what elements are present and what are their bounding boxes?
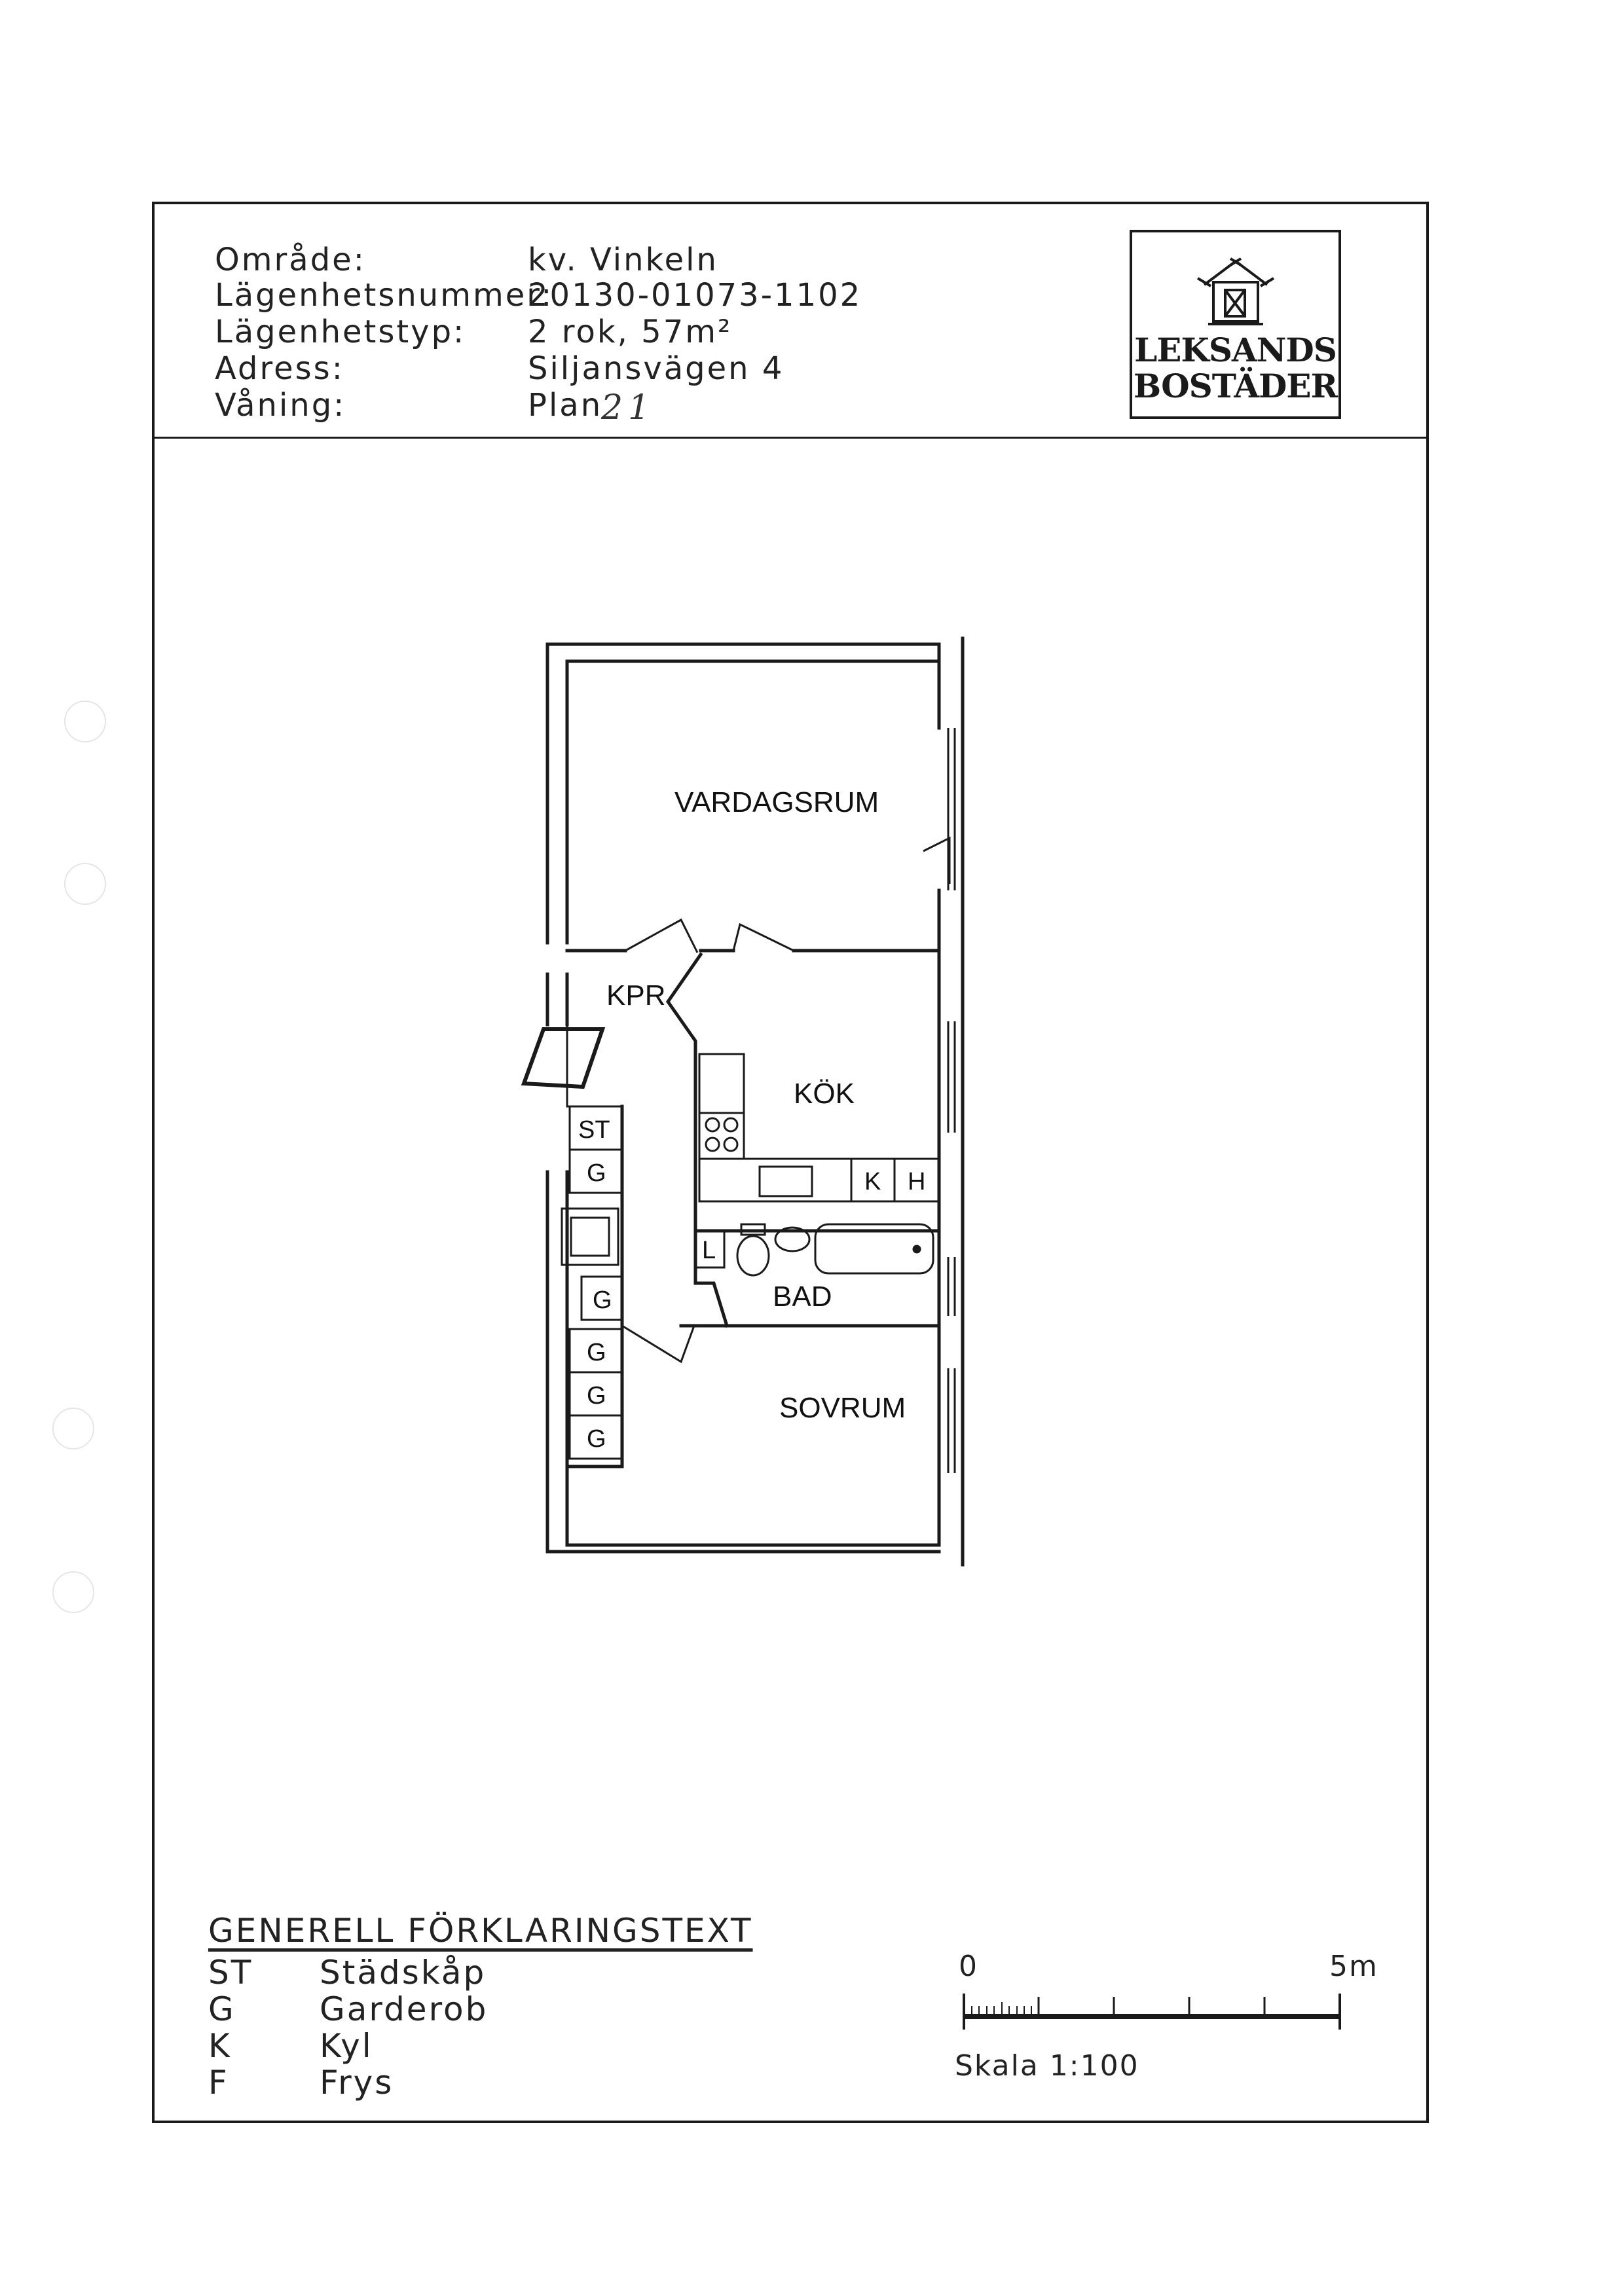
field-label-omrade: Område: [215,242,366,278]
legend-desc: Städskåp [320,1954,487,1992]
appliance-square-inner [570,1216,610,1257]
fixture-label-l: L [702,1237,716,1264]
logo-line-2: BOSTÄDER [1133,367,1338,405]
company-logo: LEKSANDS BOSTÄDER [1130,230,1341,419]
field-value-adress: Siljansvägen 4 [528,350,784,387]
window-bath [947,1257,956,1316]
door-living-left [625,918,699,953]
fixture-label-g: G [587,1159,606,1187]
window-living [947,728,956,890]
kitchen-counter-horizontal [698,1157,940,1203]
fixture-label-g: G [587,1382,606,1410]
door-sovrum [621,1324,695,1364]
stove-burner [723,1137,739,1152]
window-sovrum [947,1368,956,1473]
scale-caption: Skala 1:100 [955,2049,1139,2083]
field-value-lagenhetstyp: 2 rok, 57m² [528,314,733,350]
stove-burner [705,1117,720,1133]
house-logo-icon [1196,257,1275,325]
room-label-sovrum: SOVRUM [779,1392,906,1424]
field-label-adress: Adress: [215,350,344,387]
door-kpr [566,1021,622,1108]
punch-hole [52,1571,94,1613]
field-label-vaning: Våning: [215,387,346,424]
bathtub-drain [912,1245,921,1254]
drawing-frame [152,202,1429,2123]
scale-ruler [963,1994,1341,2030]
fixture-label-g: G [587,1425,606,1453]
toilet-tank [740,1223,766,1236]
washbasin [774,1226,811,1252]
fixture-label-h: H [908,1168,925,1195]
legend-desc: Kyl [320,2027,373,2065]
field-value-lagenhetsnummer: 20130-01073-1102 [528,277,862,314]
room-label-vardagsrum: VARDAGSRUM [674,786,879,818]
legend-title: GENERELL FÖRKLARINGSTEXT [208,1912,753,1950]
appliance-square [561,1207,619,1266]
toilet [736,1235,770,1277]
closet-g-2 [580,1275,623,1321]
fixture-label-k: K [864,1168,881,1195]
punch-hole [64,701,106,742]
laundry-box [694,1230,726,1269]
fixture-label-g: G [587,1339,606,1366]
field-value-omrade: kv. Vinkeln [528,242,718,278]
stove-burner [723,1117,739,1133]
wall-kitchen-hall [665,952,703,1233]
scale-start-label: 0 [959,1950,978,1983]
scale-end-label: 5m [1329,1950,1378,1983]
door-balcony [923,836,951,884]
window-kitchen [947,1021,956,1133]
door-living-right [732,922,794,952]
room-label-kok: KÖK [794,1078,855,1110]
legend-code: ST [208,1954,253,1992]
fixture-label-g: G [593,1286,612,1314]
h-box [893,1157,940,1203]
header-divider [155,437,1428,439]
logo-line-1: LEKSANDS [1134,331,1337,369]
fixture-label-st: ST [578,1116,610,1144]
field-label-lagenhetstyp: Lägenhetstyp: [215,314,466,350]
legend-code: G [208,1990,236,2028]
door-entrance [521,1027,606,1089]
field-label-lagenhetsnummer: Lägenhetsnummer: [215,277,554,314]
room-label-bad: BAD [773,1281,832,1313]
legend-desc: Garderob [320,1990,489,2028]
bathtub [814,1223,934,1275]
closet-g-5 [568,1414,623,1460]
wall-closets [565,1104,624,1468]
sink [758,1165,813,1197]
closet-g-1 [568,1148,623,1194]
handwritten-floor-number: 21 [601,388,655,428]
room-label-kpr: KPR [606,979,665,1011]
punch-hole [52,1408,94,1449]
stove-burner [705,1137,720,1152]
punch-hole [64,863,106,905]
field-value-vaning: Plan [528,387,603,424]
stove [698,1112,745,1160]
legend-desc: Frys [320,2064,394,2102]
legend-code: F [208,2064,229,2102]
legend-code: K [208,2027,232,2065]
